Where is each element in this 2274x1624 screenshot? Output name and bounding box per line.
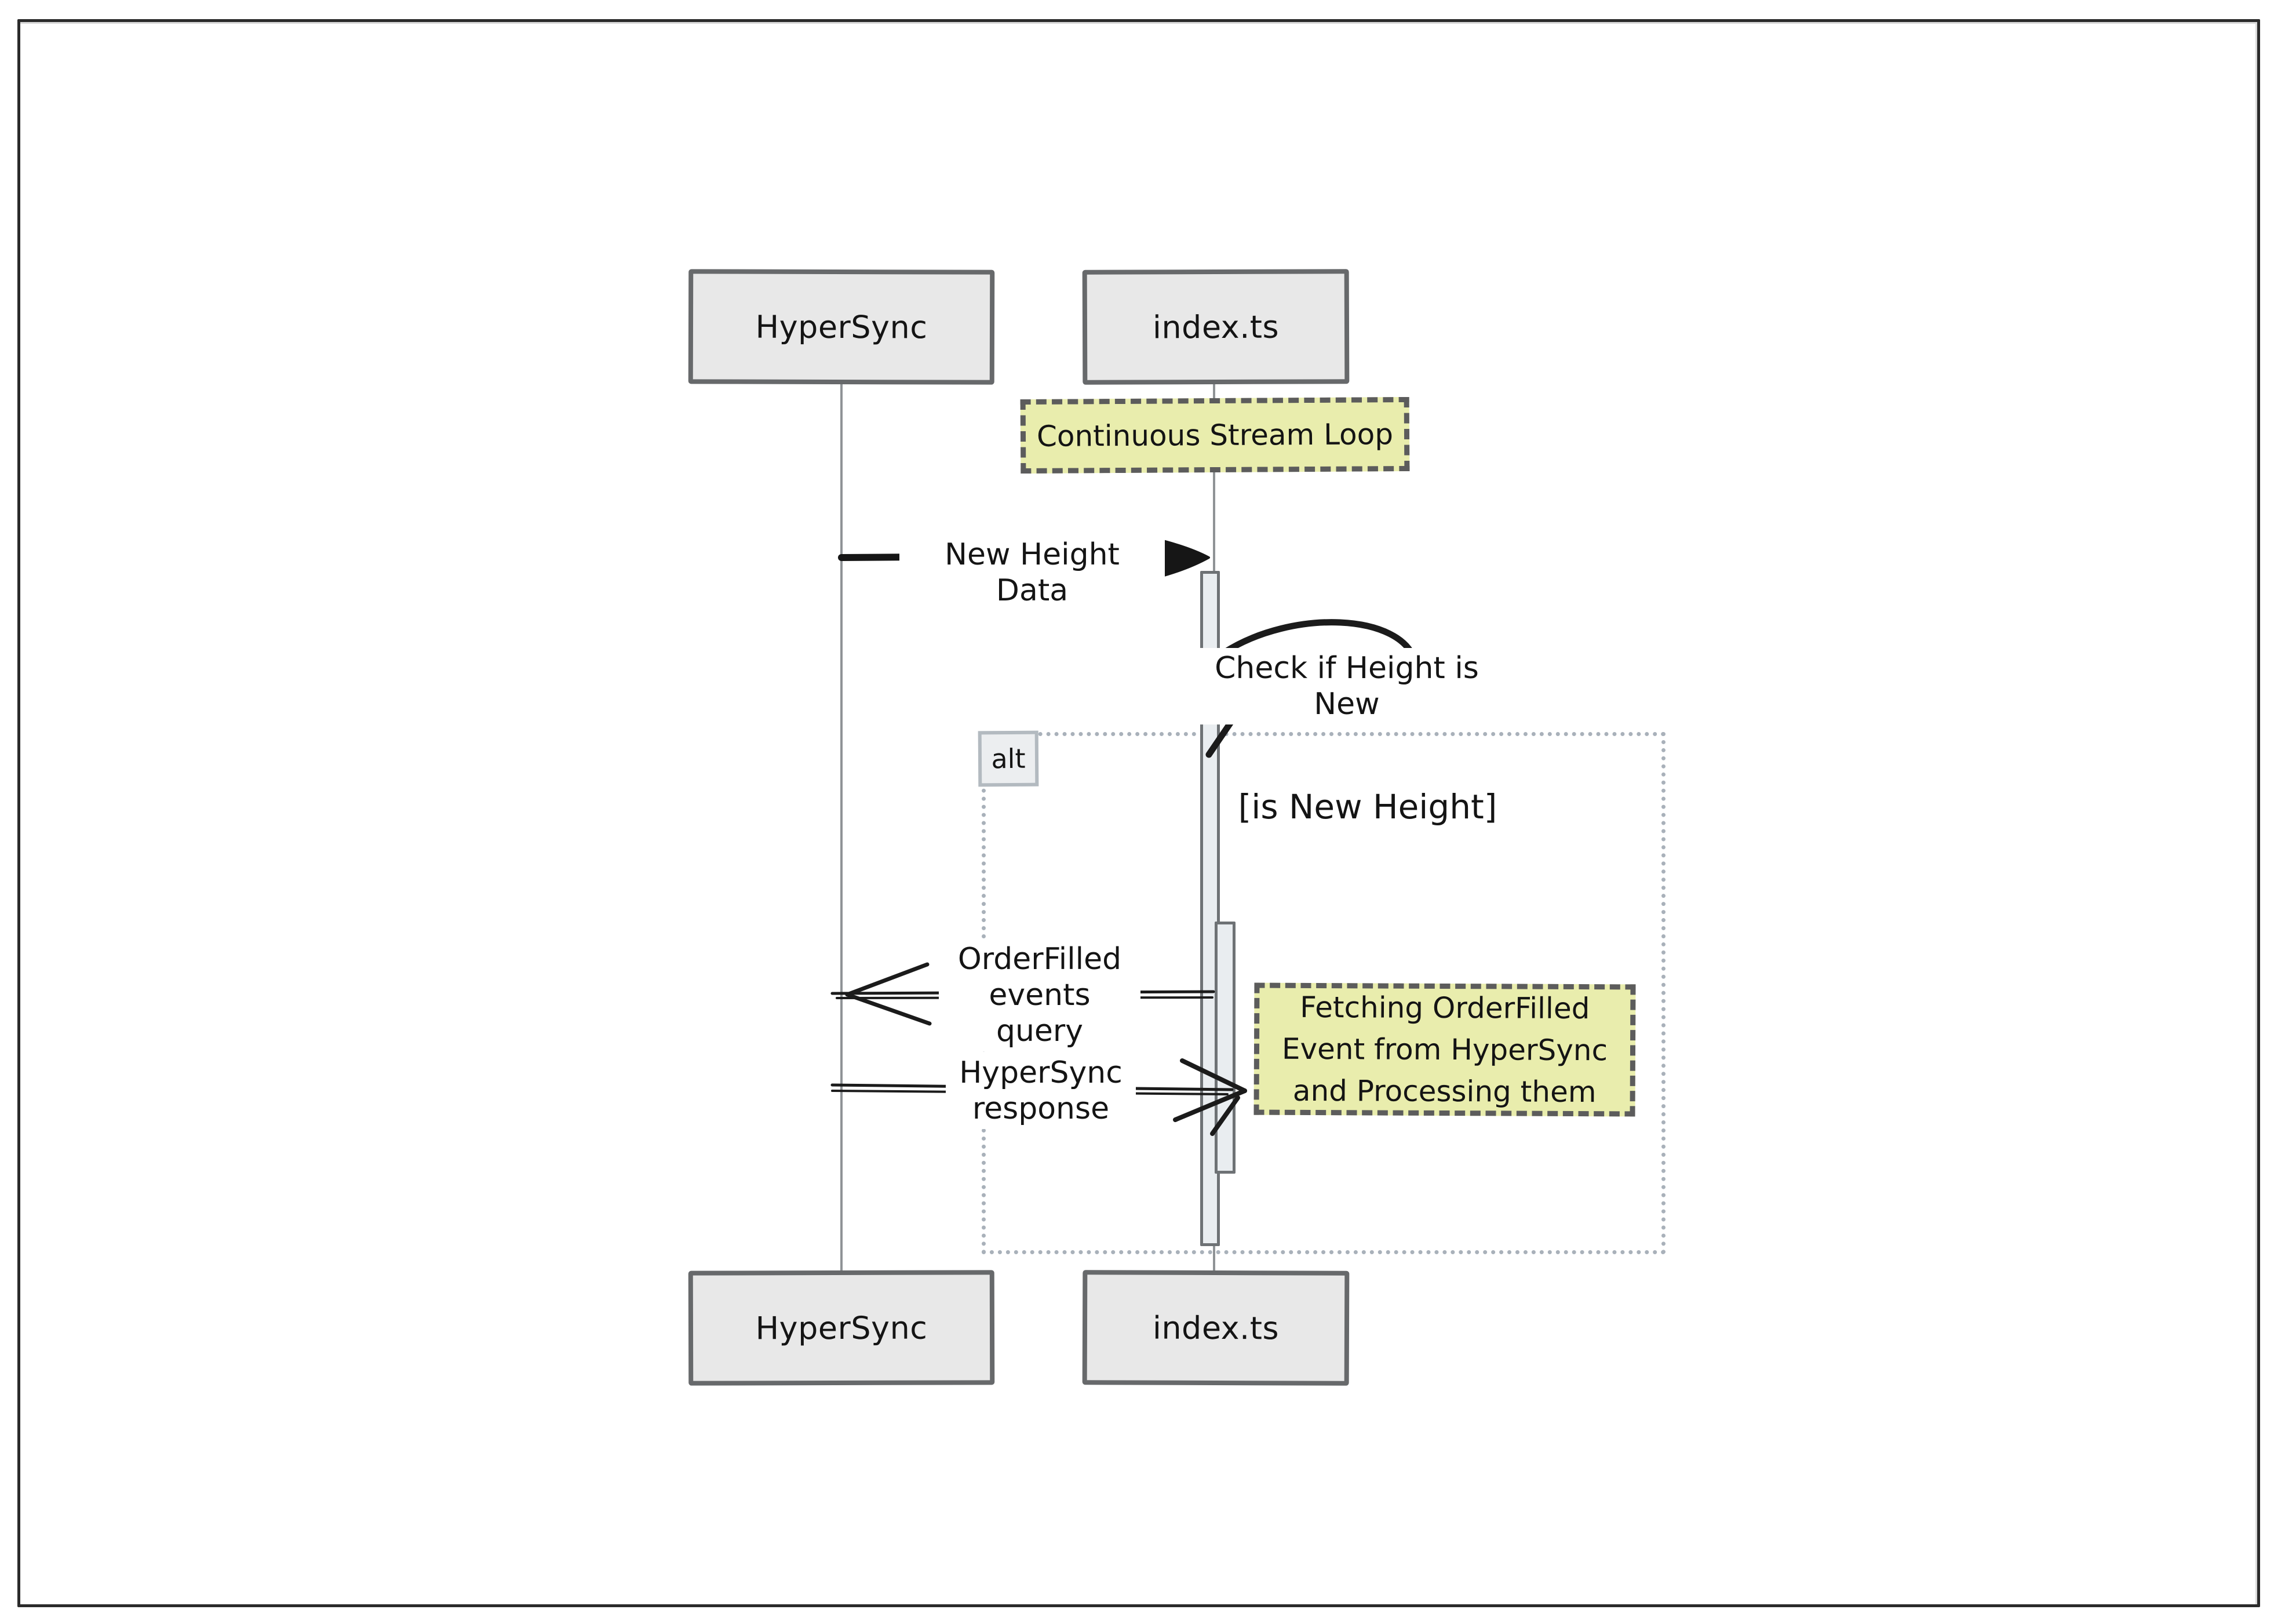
note-line: Fetching OrderFilled xyxy=(1300,990,1590,1026)
actor-label: HyperSync xyxy=(755,308,928,345)
label-new-height-data: New Height Data xyxy=(899,534,1165,611)
note-label: Continuous Stream Loop xyxy=(1036,417,1394,453)
note-line: Event from HyperSync xyxy=(1281,1032,1608,1068)
alt-operator-badge: alt xyxy=(978,730,1039,787)
actor-indexts-top: index.ts xyxy=(1082,269,1350,385)
label-orderfilled-query: OrderFilled events query xyxy=(939,939,1140,1051)
actor-hypersync-bottom: HyperSync xyxy=(688,1270,995,1386)
actor-label: HyperSync xyxy=(755,1309,928,1346)
activation-bar-inner xyxy=(1215,922,1236,1174)
outer-frame xyxy=(17,19,2260,1607)
label-line: OrderFilled xyxy=(957,942,1122,977)
label-line: events xyxy=(989,978,1091,1013)
note-continuous-stream-loop: Continuous Stream Loop xyxy=(1020,396,1410,474)
actor-label: index.ts xyxy=(1152,1309,1280,1346)
alt-operator-label: alt xyxy=(991,742,1026,775)
label-check-height: Check if Height is New xyxy=(1182,648,1511,724)
actor-indexts-bottom: index.ts xyxy=(1082,1270,1350,1386)
alt-condition-label: [is New Height] xyxy=(1238,787,1497,826)
actor-hypersync-top: HyperSync xyxy=(688,269,995,385)
note-fetching-orderfilled: Fetching OrderFilled Event from HyperSyn… xyxy=(1253,982,1636,1117)
label-line: HyperSync xyxy=(959,1055,1123,1090)
label-line: query xyxy=(996,1014,1084,1048)
label-line: response xyxy=(972,1091,1110,1126)
label-hypersync-response: HyperSync response xyxy=(946,1053,1136,1129)
actor-label: index.ts xyxy=(1152,308,1280,345)
note-line: and Processing them xyxy=(1292,1073,1597,1109)
lifeline-hypersync xyxy=(840,384,843,1271)
